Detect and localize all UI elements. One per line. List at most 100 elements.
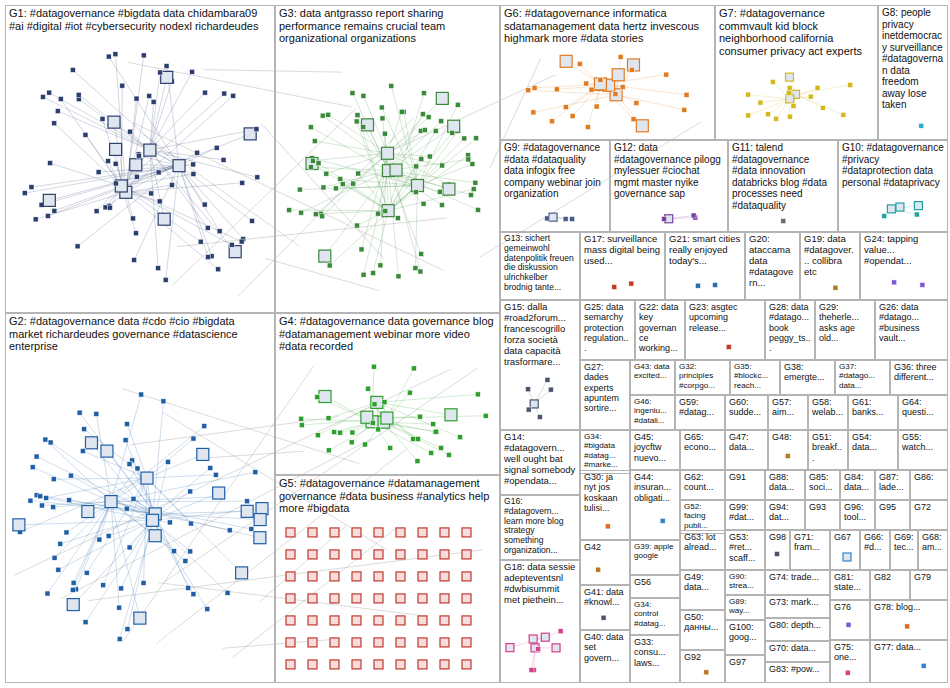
group-label: G96: tool... xyxy=(841,501,874,524)
vertex-edge xyxy=(51,442,156,513)
vertex-edge xyxy=(384,422,449,455)
vertex-edge xyxy=(25,166,179,193)
vertex-icon xyxy=(131,496,136,501)
vertex-icon xyxy=(330,572,339,581)
vertex-icon xyxy=(134,612,146,624)
vertex-icon xyxy=(101,445,113,457)
group-network xyxy=(13,392,268,642)
vertex-icon xyxy=(418,414,423,419)
vertex-icon xyxy=(108,116,120,128)
vertex-icon xyxy=(372,402,377,407)
group-label: G29: theherle... asks age old... xyxy=(816,301,874,344)
vertex-icon xyxy=(374,572,383,581)
vertex-icon xyxy=(462,616,471,625)
group-label: G9: #datagovernance #data #dataquality d… xyxy=(501,141,609,201)
vertex-icon xyxy=(173,160,185,172)
vertex-icon xyxy=(39,503,44,508)
group-box: G14: #datagovern... well ought bat signa… xyxy=(500,430,580,495)
vertex-icon xyxy=(332,430,337,435)
group-network xyxy=(781,219,786,224)
vertex-icon xyxy=(361,272,366,277)
vertex-icon xyxy=(51,477,56,482)
group-network xyxy=(545,213,575,221)
vertex-icon xyxy=(421,91,426,96)
group-network xyxy=(704,670,709,675)
vertex-icon xyxy=(286,616,295,625)
group-box: G46: ingeniu... #datali... xyxy=(630,395,675,430)
group-label: G74: trade... xyxy=(766,571,829,583)
vertex-icon xyxy=(320,214,325,219)
vertex-icon xyxy=(473,180,478,185)
vertex-edge xyxy=(343,184,388,211)
group-box: G100: goog... xyxy=(725,620,765,655)
vertex-icon xyxy=(396,528,405,537)
vertex-icon xyxy=(286,572,295,581)
vertex-icon xyxy=(786,73,794,81)
vertex-icon xyxy=(439,203,444,208)
vertex-icon xyxy=(191,592,196,597)
vertex-icon xyxy=(418,269,423,274)
vertex-icon xyxy=(151,99,156,104)
group-box: G45: joycftw nuevo... xyxy=(630,430,680,470)
vertex-icon xyxy=(127,462,132,467)
group-box: G33: consu... laws... xyxy=(630,635,680,683)
vertex-icon xyxy=(601,615,606,620)
vertex-icon xyxy=(113,181,118,186)
vertex-icon xyxy=(376,427,381,432)
vertex-edge xyxy=(49,166,179,201)
group-network xyxy=(892,280,925,287)
vertex-edge xyxy=(130,464,156,514)
vertex-edge xyxy=(150,129,257,150)
group-label: G35: #blockc... reach... xyxy=(731,361,779,391)
vertex-icon xyxy=(415,459,420,464)
vertex-icon xyxy=(774,116,779,121)
group-label: G91 xyxy=(726,471,764,483)
vertex-edge xyxy=(417,138,464,185)
vertex-icon xyxy=(132,258,137,263)
group-box: G25: data semarchy protection regulation… xyxy=(580,300,635,360)
vertex-icon xyxy=(378,263,383,268)
group-label: G87: lade... xyxy=(876,471,909,494)
vertex-icon xyxy=(629,281,634,286)
group-network xyxy=(921,663,926,668)
vertex-icon xyxy=(462,572,471,581)
vertex-icon xyxy=(466,157,471,162)
vertex-edge xyxy=(126,440,156,514)
group-box: G95 xyxy=(875,500,910,530)
vertex-edge xyxy=(58,111,150,150)
vertex-icon xyxy=(530,400,538,408)
vertex-icon xyxy=(589,87,594,92)
vertex-icon xyxy=(382,131,387,136)
group-box: G16: #datagovern... learn more blog stra… xyxy=(500,495,580,560)
vertex-icon xyxy=(352,638,361,647)
vertex-icon xyxy=(326,448,331,453)
vertex-edge xyxy=(150,81,172,150)
group-label: G88: data... xyxy=(766,471,804,494)
group-box: G76 xyxy=(830,600,870,640)
vertex-icon xyxy=(785,454,790,459)
vertex-icon xyxy=(315,395,320,400)
group-label: G48: xyxy=(769,431,807,443)
vertex-icon xyxy=(107,205,112,210)
group-network xyxy=(846,622,851,627)
vertex-icon xyxy=(577,61,582,66)
group-label: G32: principles #corpgo... xyxy=(676,361,729,391)
vertex-icon xyxy=(411,437,416,442)
vertex-icon xyxy=(167,520,172,525)
vertex-icon xyxy=(231,93,236,98)
vertex-icon xyxy=(217,229,222,234)
group-network xyxy=(605,524,610,529)
group-box: G71: fram... xyxy=(790,530,830,570)
vertex-icon xyxy=(119,586,124,591)
vertex-icon xyxy=(766,112,771,117)
vertex-icon xyxy=(124,506,129,511)
group-label: G36: three different... xyxy=(891,361,947,384)
group-label: G86: xyxy=(911,471,947,483)
vertex-icon xyxy=(380,116,385,121)
vertex-icon xyxy=(415,436,420,441)
vertex-icon xyxy=(483,413,488,418)
group-box: G40: data set govern... xyxy=(580,630,630,683)
vertex-icon xyxy=(541,633,549,641)
group-network xyxy=(22,52,260,283)
vertex-icon xyxy=(352,616,361,625)
